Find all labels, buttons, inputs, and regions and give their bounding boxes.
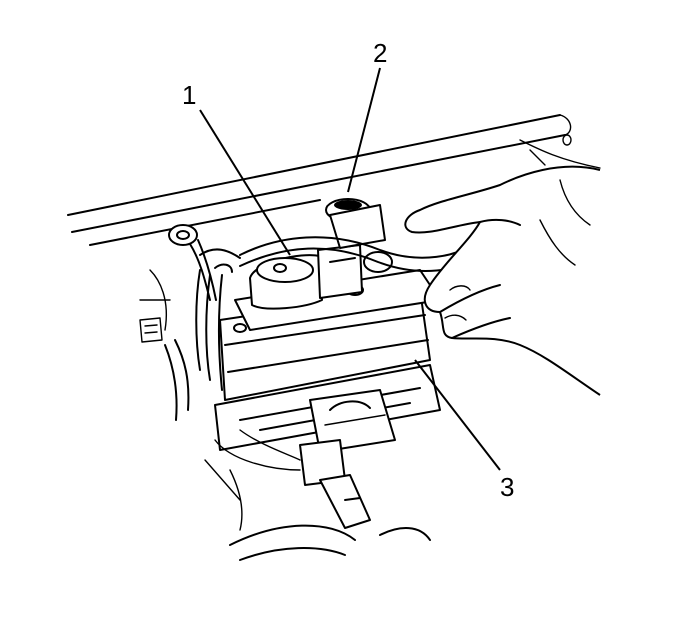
engine-outline [204,459,431,561]
ignition-coil-unit [249,244,363,310]
left-wire-harness [139,263,233,421]
technician-hand [404,165,601,396]
leader-3 [414,359,501,471]
callout-2: 2 [373,38,387,68]
frame-rails [67,114,601,331]
callout-3: 3 [500,472,514,502]
leader-lines [199,67,501,471]
ground-terminal [168,224,217,301]
callout-1: 1 [182,80,196,110]
leader-2 [347,67,381,193]
leader-1 [199,109,291,256]
